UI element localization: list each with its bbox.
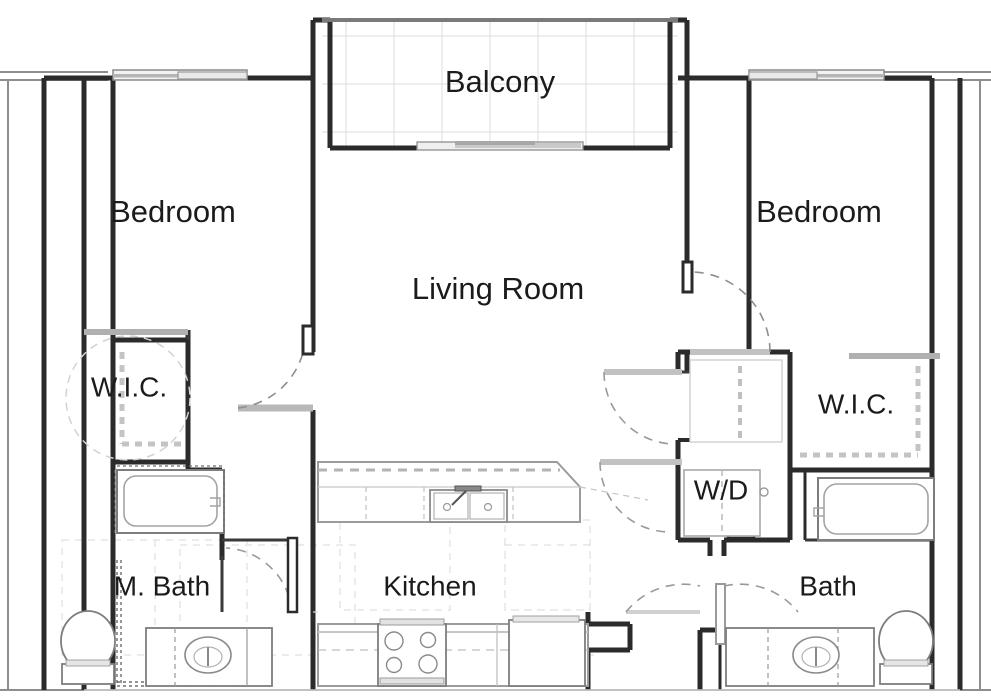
- balcony-sliding-door[interactable]: [416, 141, 584, 151]
- tub-tile-hatch: [114, 465, 225, 533]
- kitchen-lower-counter: [317, 615, 589, 687]
- fine-detail-lines: [84, 611, 960, 691]
- wic-left-shelving: [119, 352, 184, 447]
- door-laundry-lower[interactable]: [599, 459, 682, 533]
- kitchen-refrigerator: [508, 615, 586, 687]
- toilet-master: [60, 610, 116, 685]
- toilet-bath: [878, 610, 934, 685]
- balcony-tile-grid: [322, 20, 678, 148]
- label-washer-dryer: W/D: [694, 474, 748, 505]
- bathtub-master: [116, 469, 225, 534]
- label-wic-right: W.I.C.: [818, 388, 894, 419]
- label-kitchen: Kitchen: [383, 570, 476, 601]
- label-wic-left: W.I.C.: [91, 371, 167, 402]
- vanity-master: [145, 627, 273, 687]
- door-bath[interactable]: [625, 583, 799, 645]
- door-wic-left[interactable]: [65, 329, 191, 461]
- kitchen-fixtures: [317, 461, 649, 687]
- kitchen-range: [377, 618, 447, 687]
- door-bedroom-right[interactable]: [681, 260, 771, 355]
- label-bedroom-right: Bedroom: [756, 194, 882, 229]
- kitchen-sink: [429, 485, 508, 523]
- master-bath-fixtures: [60, 465, 273, 687]
- kitchen-upper-counter: [317, 461, 649, 523]
- window-bedroom-right: [748, 69, 885, 81]
- label-bath: Bath: [799, 570, 857, 601]
- vanity-bath: [725, 627, 875, 687]
- label-master-bath: M. Bath: [114, 570, 210, 601]
- washer-dryer-unit: [683, 359, 783, 537]
- bathtub-bath: [813, 477, 935, 541]
- window-bedroom-left: [112, 69, 248, 81]
- label-living-room: Living Room: [412, 271, 584, 306]
- door-bedroom-left[interactable]: [237, 324, 315, 412]
- door-master-bath[interactable]: [225, 536, 299, 614]
- label-bedroom-left: Bedroom: [110, 194, 236, 229]
- label-balcony: Balcony: [445, 64, 556, 99]
- wic-right-shelving: [800, 353, 940, 458]
- door-laundry-upper[interactable]: [603, 369, 682, 445]
